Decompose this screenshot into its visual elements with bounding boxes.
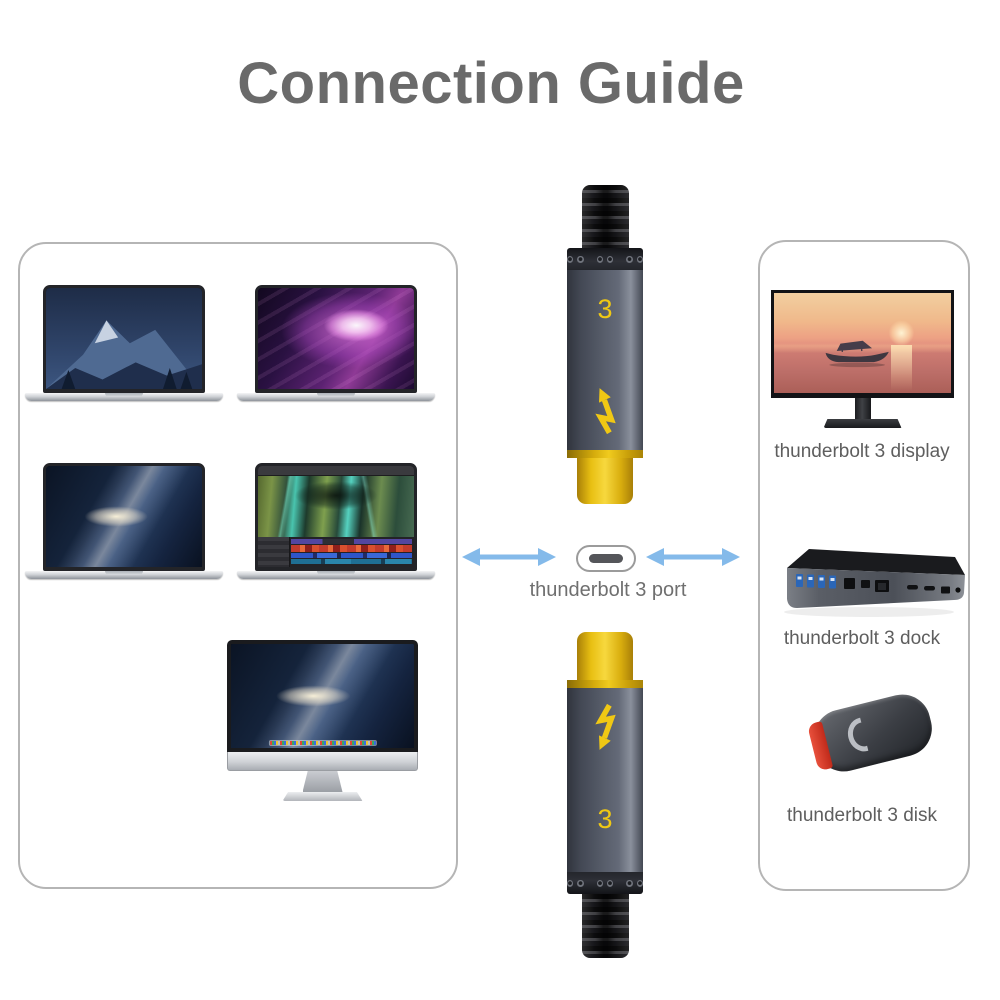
timeline-sidebar [258,536,291,567]
timeline-blue-clips [290,552,412,558]
macbook-laptop-video-editing [237,463,435,579]
thunderbolt-port [907,585,918,590]
cap-pin-dot [567,879,574,887]
display-label: thunderbolt 3 display [774,441,950,462]
aurora-wallpaper [258,288,414,389]
timeline-red-clips [290,544,412,552]
laptop-base [237,571,435,579]
cap-pin-dot [607,255,614,263]
optical-port [844,578,855,589]
cap-pin-dot [567,255,574,263]
laptop-screen [43,463,205,571]
imac-screen [227,640,418,752]
usb-b-port [861,580,870,588]
thunderbolt-disk [807,686,938,786]
connector-collar [567,680,643,688]
thunderbolt-3-number: 3 [597,294,613,324]
timeline-clip-headers [290,538,412,544]
sunset-boat-wallpaper [774,293,951,393]
galaxy-wallpaper [231,644,414,748]
thunderbolt-display [771,290,954,428]
usb-c-port-icon [576,545,636,572]
imac-chin [227,752,418,771]
sun-reflection [890,345,913,391]
connector-collar [567,450,643,458]
cable-strain-relief [581,894,629,958]
video-editor-toolbar [258,466,414,477]
displayport [941,586,950,594]
portable-ssd-body [807,688,938,778]
laptop-screen [43,285,205,393]
dock-label: thunderbolt 3 dock [783,628,941,649]
bidirectional-arrow-icon [646,548,740,566]
disk-label: thunderbolt 3 disk [787,805,937,826]
cap-pin-dot [577,879,584,887]
timeline-teal-clips [290,558,412,564]
macos-dock [268,740,377,746]
laptop-notch [317,393,355,397]
laptop-notch [105,393,143,397]
ssd-curve-accent [844,714,881,754]
cap-pin-dot [636,255,643,263]
boat-silhouette [825,340,889,368]
video-editor-screen [258,466,414,567]
cap-pin-dot [626,879,633,887]
audio-jack [955,587,961,593]
laptop-screen [255,463,417,571]
macbook-laptop-mountain [25,285,223,401]
video-editor-timeline [258,536,414,567]
bidirectional-arrow-icon [462,548,556,566]
usb-c-plug [577,632,633,680]
thunderbolt-3-number: 3 [597,804,613,834]
cap-pin-dot [636,879,643,887]
laptop-notch [317,571,355,575]
mountain-wallpaper [46,288,202,389]
thunderbolt-cable-connector-bottom: 3 [567,632,643,958]
imac-stand-neck [302,771,343,792]
connector-cap [567,248,643,270]
cap-pin-dot [596,255,603,263]
galaxy-wallpaper [46,466,202,567]
monitor-stand-foot [823,419,902,428]
thunderbolt-cable-connector-top: 3 [567,185,643,504]
laptop-notch [105,571,143,575]
macbook-laptop-aurora [237,285,435,401]
lightning-arrow-icon [595,388,616,435]
connector-body: 3 [567,270,643,450]
cap-pin-dot [626,255,633,263]
imac-stand-foot [282,792,363,801]
cap-pin-dot [596,879,603,887]
video-editor-viewer [258,476,414,537]
connector-body: 3 [567,688,643,872]
usb-c-plug [577,458,633,504]
port-slot [589,554,623,563]
port-label: thunderbolt 3 port [529,579,687,601]
imac-desktop [227,640,418,801]
monitor-screen [771,290,954,398]
laptop-base [25,571,223,579]
thunderbolt-port [924,586,935,591]
macbook-laptop-galaxy [25,463,223,579]
laptop-base [25,393,223,401]
lightning-arrow-icon [595,703,616,750]
cap-pin-dot [577,255,584,263]
usb-port-tongues [797,576,835,581]
cap-pin-dot [607,879,614,887]
laptop-screen [255,285,417,393]
laptop-base [237,393,435,401]
connector-cap [567,872,643,894]
thunderbolt-dock [784,549,965,617]
monitor-stand-neck [854,398,871,419]
cable-strain-relief [581,185,629,248]
page-title: Connection Guide [237,51,745,116]
